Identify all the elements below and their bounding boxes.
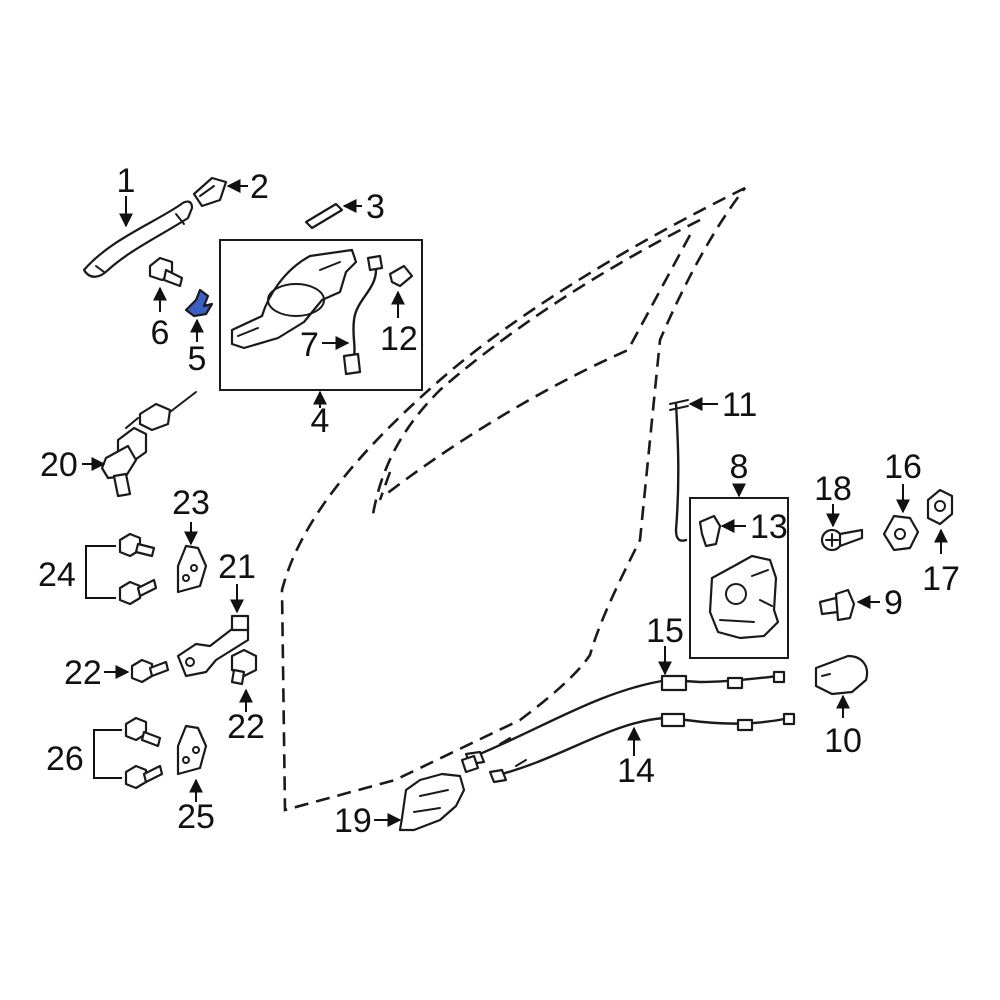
- callout-1: 1: [117, 162, 136, 200]
- part-bolt-6[interactable]: [148, 256, 184, 288]
- callout-2: 2: [250, 168, 269, 206]
- part-striker-plate[interactable]: [926, 488, 954, 526]
- callout-19: 19: [334, 802, 372, 840]
- callout-4: 4: [311, 402, 330, 440]
- part-wire-harness[interactable]: [342, 254, 384, 376]
- callout-21: 21: [218, 548, 256, 586]
- part-hinge-bolt-24b[interactable]: [118, 578, 158, 606]
- part-handle-cap[interactable]: [192, 176, 228, 208]
- part-door-striker[interactable]: [882, 514, 920, 552]
- callout-13: 13: [750, 508, 788, 546]
- callout-10: 10: [824, 722, 862, 760]
- part-hinge-bolt-24a[interactable]: [118, 532, 156, 558]
- callout-7: 7: [300, 326, 319, 364]
- part-outside-handle[interactable]: [82, 200, 194, 278]
- callout-25: 25: [177, 798, 215, 836]
- callout-18: 18: [814, 470, 852, 508]
- part-latch-cover[interactable]: [814, 654, 869, 696]
- leader-26: [93, 729, 122, 779]
- part-inside-handle[interactable]: [398, 754, 480, 832]
- part-hinge-bolt-26a[interactable]: [124, 716, 162, 748]
- callout-15: 15: [646, 612, 684, 650]
- callout-3: 3: [366, 188, 385, 226]
- part-connector-clip[interactable]: [388, 264, 414, 288]
- part-latch-screw[interactable]: [818, 588, 856, 622]
- part-release-cable[interactable]: [488, 712, 796, 784]
- part-hinge-bolt-26b[interactable]: [124, 764, 164, 790]
- callout-11: 11: [722, 386, 757, 424]
- part-door-check[interactable]: [176, 614, 250, 678]
- callout-26: 26: [46, 740, 84, 778]
- callout-14: 14: [617, 752, 655, 790]
- part-lower-hinge[interactable]: [176, 724, 208, 776]
- part-latch-connector[interactable]: [698, 514, 722, 548]
- callout-24: 24: [38, 556, 76, 594]
- callout-22a: 22: [64, 654, 102, 692]
- callout-20: 20: [40, 446, 78, 484]
- part-door-latch[interactable]: [708, 554, 780, 640]
- callout-16: 16: [884, 448, 922, 486]
- part-upper-hinge[interactable]: [176, 544, 208, 594]
- part-lock-rod[interactable]: [669, 399, 689, 542]
- part-trim-strip[interactable]: [304, 202, 344, 230]
- part-lock-cable[interactable]: [464, 670, 786, 766]
- callout-22b: 22: [227, 708, 265, 746]
- latch-assembly-box: [689, 497, 789, 659]
- part-handle-frame[interactable]: [230, 248, 358, 350]
- door-outline: [280, 186, 747, 812]
- callout-5: 5: [188, 340, 207, 378]
- part-striker-screw[interactable]: [820, 528, 864, 552]
- part-lock-cylinder[interactable]: [100, 391, 197, 498]
- part-check-bolt-22a[interactable]: [130, 658, 170, 684]
- part-spring-clip[interactable]: [184, 288, 214, 318]
- callout-17: 17: [922, 560, 960, 598]
- part-check-bolt-22b[interactable]: [230, 648, 258, 686]
- callout-8: 8: [730, 448, 749, 486]
- callout-12: 12: [380, 320, 418, 358]
- leader-24: [85, 545, 116, 599]
- frame-assembly-box: [219, 239, 423, 391]
- callout-23: 23: [172, 484, 210, 522]
- spring-clip-highlight: [184, 288, 214, 318]
- callout-9: 9: [884, 584, 903, 622]
- callout-6: 6: [151, 314, 170, 352]
